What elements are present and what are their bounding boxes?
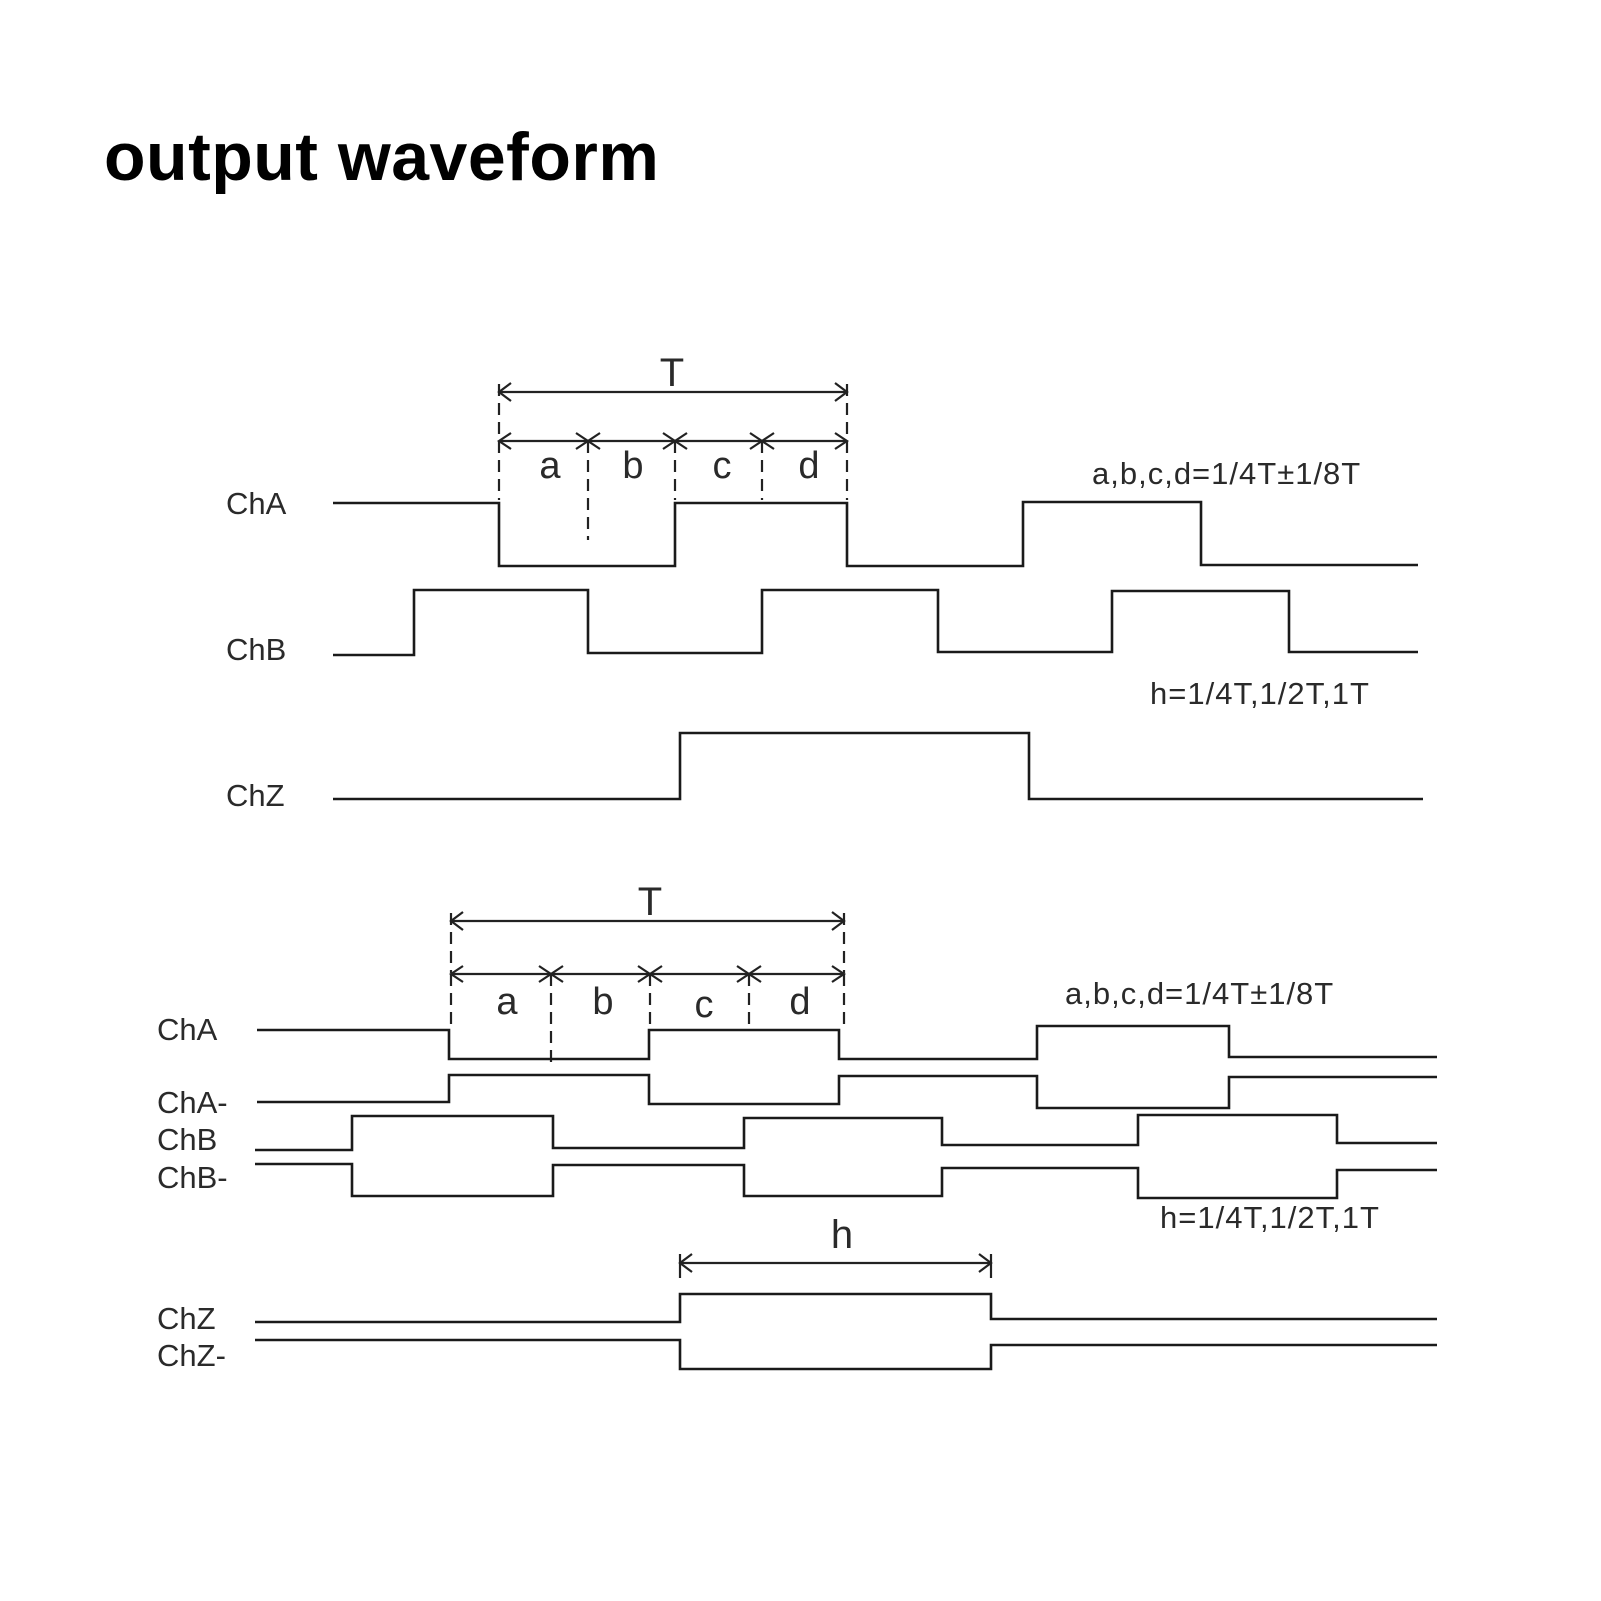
segment-label-c: c (713, 445, 732, 487)
channel-label-chb: ChB (157, 1122, 217, 1157)
waveform-cha (257, 1024, 1437, 1061)
waveform-chb (255, 1113, 1437, 1152)
period-dimension-line (497, 382, 849, 440)
segment-label-a: a (496, 981, 518, 1023)
channel-label-chb: ChB (226, 632, 286, 667)
period-label: T (638, 880, 662, 924)
waveform-chz-neg (255, 1338, 1437, 1371)
diagram-2: T a b c d a,b,c,d=1/4T±1/ (157, 880, 1437, 1373)
diagram-1: T a b c d a,b,c,d=1/ (226, 351, 1423, 813)
waveform-cha-neg (257, 1073, 1437, 1110)
waveform-cha (333, 500, 1418, 568)
waveform-chb-neg (255, 1162, 1437, 1200)
segment-label-a: a (539, 445, 561, 487)
channel-label-chz: ChZ (157, 1301, 216, 1336)
h-width-note: h=1/4T,1/2T,1T (1150, 676, 1370, 711)
segment-label-d: d (798, 445, 819, 487)
segment-label-d: d (789, 981, 810, 1023)
period-label: T (660, 351, 684, 395)
segment-label-c: c (695, 984, 714, 1026)
segment-label-b: b (622, 445, 643, 487)
h-width-note: h=1/4T,1/2T,1T (1160, 1200, 1380, 1235)
h-label: h (831, 1213, 853, 1257)
period-dimension-line (449, 911, 846, 973)
channel-label-cha-neg: ChA- (157, 1085, 228, 1120)
h-dimension-line (678, 1253, 993, 1278)
waveform-chb (333, 588, 1418, 657)
segment-dimension-line (449, 965, 846, 1064)
waveform-chz (333, 731, 1423, 801)
channel-label-cha: ChA (157, 1012, 218, 1047)
page-title: output waveform (104, 119, 660, 195)
abcd-tolerance-note: a,b,c,d=1/4T±1/8T (1065, 976, 1334, 1011)
channel-label-chb-neg: ChB- (157, 1160, 228, 1195)
channel-label-chz: ChZ (226, 778, 285, 813)
segment-dimension-line (497, 432, 849, 540)
abcd-tolerance-note: a,b,c,d=1/4T±1/8T (1092, 456, 1361, 491)
channel-label-chz-neg: ChZ- (157, 1338, 226, 1373)
channel-label-cha: ChA (226, 486, 287, 521)
segment-label-b: b (592, 981, 613, 1023)
waveform-chz (255, 1292, 1437, 1324)
